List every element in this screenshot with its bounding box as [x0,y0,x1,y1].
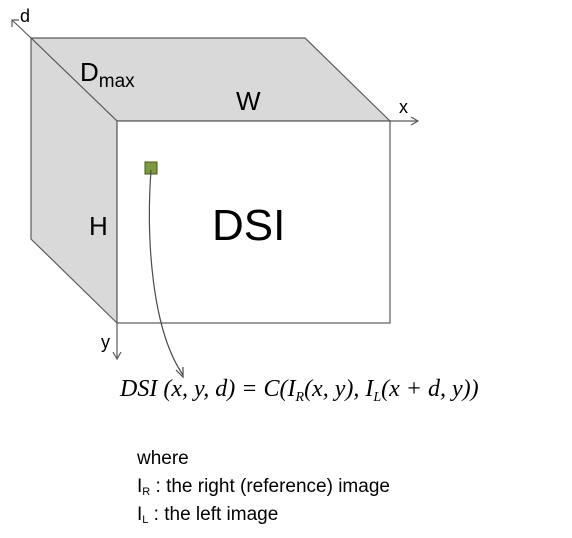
formula-comma: , [353,376,366,402]
depth-label-main: D [80,57,99,87]
pixel-to-formula-arrow [148,169,184,376]
formula-il-sub: L [373,390,382,405]
il-note-text: : the left image [148,504,279,525]
x-axis-arrowhead [410,116,420,126]
ir-note-sub: R [142,486,151,498]
formula-args: (x, y, d) [163,376,236,402]
ir-note-symbol: I [137,476,143,497]
x-axis-label: x [399,97,408,117]
formula-lhs: DSI [120,376,158,402]
d-axis-arrowhead [11,19,19,27]
formula-il: I [365,376,374,402]
front-face [116,120,391,324]
formula-ir-sub: R [295,390,305,405]
formula-close: ) [470,376,479,402]
dsi-formula: DSI (x, y, d) = C(IR(x, y), IL(x + d, y)… [120,376,479,406]
y-axis-arrowhead [112,351,122,361]
y-axis-label: y [101,332,110,352]
formula-equals: = C( [235,376,288,402]
volume-label: DSI [212,201,285,250]
ir-note: IR : the right (reference) image [137,476,390,498]
where-label: where [137,448,189,469]
ir-note-text: : the right (reference) image [150,476,390,497]
depth-label-sub: max [99,71,135,92]
il-note: IL : the left image [137,504,278,526]
width-label: W [236,86,261,116]
height-label: H [89,211,108,241]
il-note-symbol: I [137,504,143,525]
formula-ir-args: (x, y) [304,376,354,402]
d-axis-label: d [20,6,30,26]
d-axis-line [11,19,32,39]
depth-label: Dmax [80,57,135,92]
il-note-sub: L [142,514,149,526]
formula-ir: I [287,376,296,402]
pixel-to-formula-arrowhead [175,367,184,379]
formula-il-args: (x + d, y) [381,376,471,402]
